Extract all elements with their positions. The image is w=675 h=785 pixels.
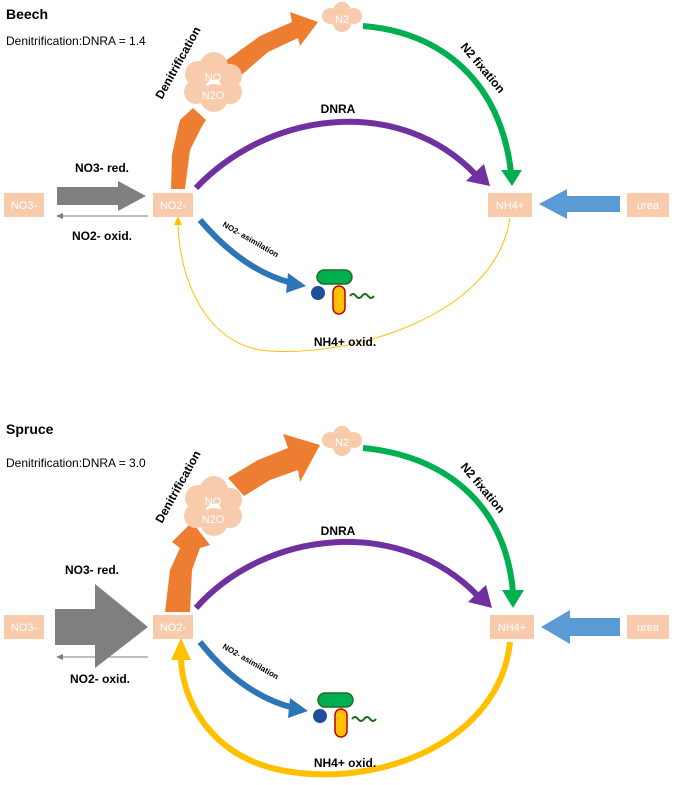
no3-label: NO3- [11, 200, 38, 212]
no-n2o-cloud [184, 476, 242, 536]
n2-cloud [322, 426, 362, 456]
n2-fixation-arrowhead [502, 590, 524, 608]
no-label: NO [205, 496, 222, 508]
panel-title: Beech [6, 6, 48, 22]
dnra-arrow [193, 118, 479, 191]
urea-arrow [541, 610, 620, 644]
n2o-label: N2O [202, 90, 225, 102]
microbe-icon [313, 692, 377, 738]
dnra-arrowhead [466, 164, 490, 186]
denitrification-arrow-lower [171, 108, 206, 189]
panel-title: Spruce [6, 421, 54, 437]
no3-reduction-arrow [57, 181, 146, 211]
dnra-arrow [193, 539, 481, 610]
no2-assimilation-arrow [197, 218, 293, 286]
nh4-label: NH4+ [496, 200, 524, 212]
urea-box [627, 193, 669, 217]
microbe-icon [311, 269, 375, 315]
no3-reduction-arrow [55, 584, 148, 668]
no2-oxid-label: NO2- oxid. [72, 229, 132, 243]
no3-red-label: NO3- red. [65, 563, 119, 577]
ratio-text: Denitrification:DNRA = 1.4 [6, 34, 146, 48]
panel-spruce: Spruce Denitrification:DNRA = 3.0 [4, 421, 669, 778]
n2-fixation-arrowhead [501, 170, 522, 186]
nh4-oxidation-arrowhead [171, 638, 191, 660]
nh4-oxidation-arrowhead [174, 216, 182, 225]
no3-label: NO3- [11, 622, 38, 634]
no-n2o-cloud [184, 52, 242, 112]
dnra-label: DNRA [321, 524, 356, 538]
urea-box [627, 615, 669, 639]
denitrification-arrow-upper [224, 12, 318, 78]
nh4-box [488, 193, 532, 217]
nh4-box [490, 615, 534, 639]
urea-arrow [539, 189, 620, 219]
no3-box [4, 193, 44, 217]
no2-assimilation-arrowhead [286, 273, 306, 293]
urea-label: urea [637, 622, 660, 634]
n2-label: N2 [335, 14, 349, 26]
denitrification-arrow-upper [228, 434, 320, 496]
no2-oxidation-arrowhead [56, 654, 63, 660]
ratio-text: Denitrification:DNRA = 3.0 [6, 456, 146, 470]
nh4-oxidation-arrow [178, 641, 513, 778]
n2o-label: N2O [202, 514, 225, 526]
n2-cloud [322, 2, 362, 32]
no2-box [153, 615, 193, 639]
panel-beech: Beech Denitrification:DNRA = 1.4 [4, 2, 669, 352]
no2-box [153, 193, 193, 217]
no2-label: NO2- [160, 622, 187, 634]
n2-fixation-arrow [362, 445, 516, 593]
dnra-label: DNRA [321, 102, 356, 116]
denitrification-arrow-lower [165, 522, 210, 612]
n2-label: N2 [335, 437, 349, 449]
no2-oxid-label: NO2- oxid. [70, 672, 130, 686]
dnra-arrowhead [468, 585, 492, 608]
no2-assimilation-arrowhead [288, 698, 308, 718]
urea-label: urea [637, 200, 660, 212]
nh4-oxidation-arrow [177, 217, 511, 352]
nh4-label: NH4+ [498, 622, 526, 634]
n2-fixation-arrow [362, 23, 514, 173]
no-label: NO [205, 72, 222, 84]
no3-box [4, 615, 44, 639]
nh4-oxid-label: NH4+ oxid. [314, 335, 376, 349]
nh4-oxid-label: NH4+ oxid. [314, 756, 376, 770]
no2-oxidation-arrowhead [56, 213, 63, 219]
no3-red-label: NO3- red. [75, 161, 129, 175]
no2-label: NO2- [160, 200, 187, 212]
no2-assimilation-arrow [197, 640, 295, 711]
